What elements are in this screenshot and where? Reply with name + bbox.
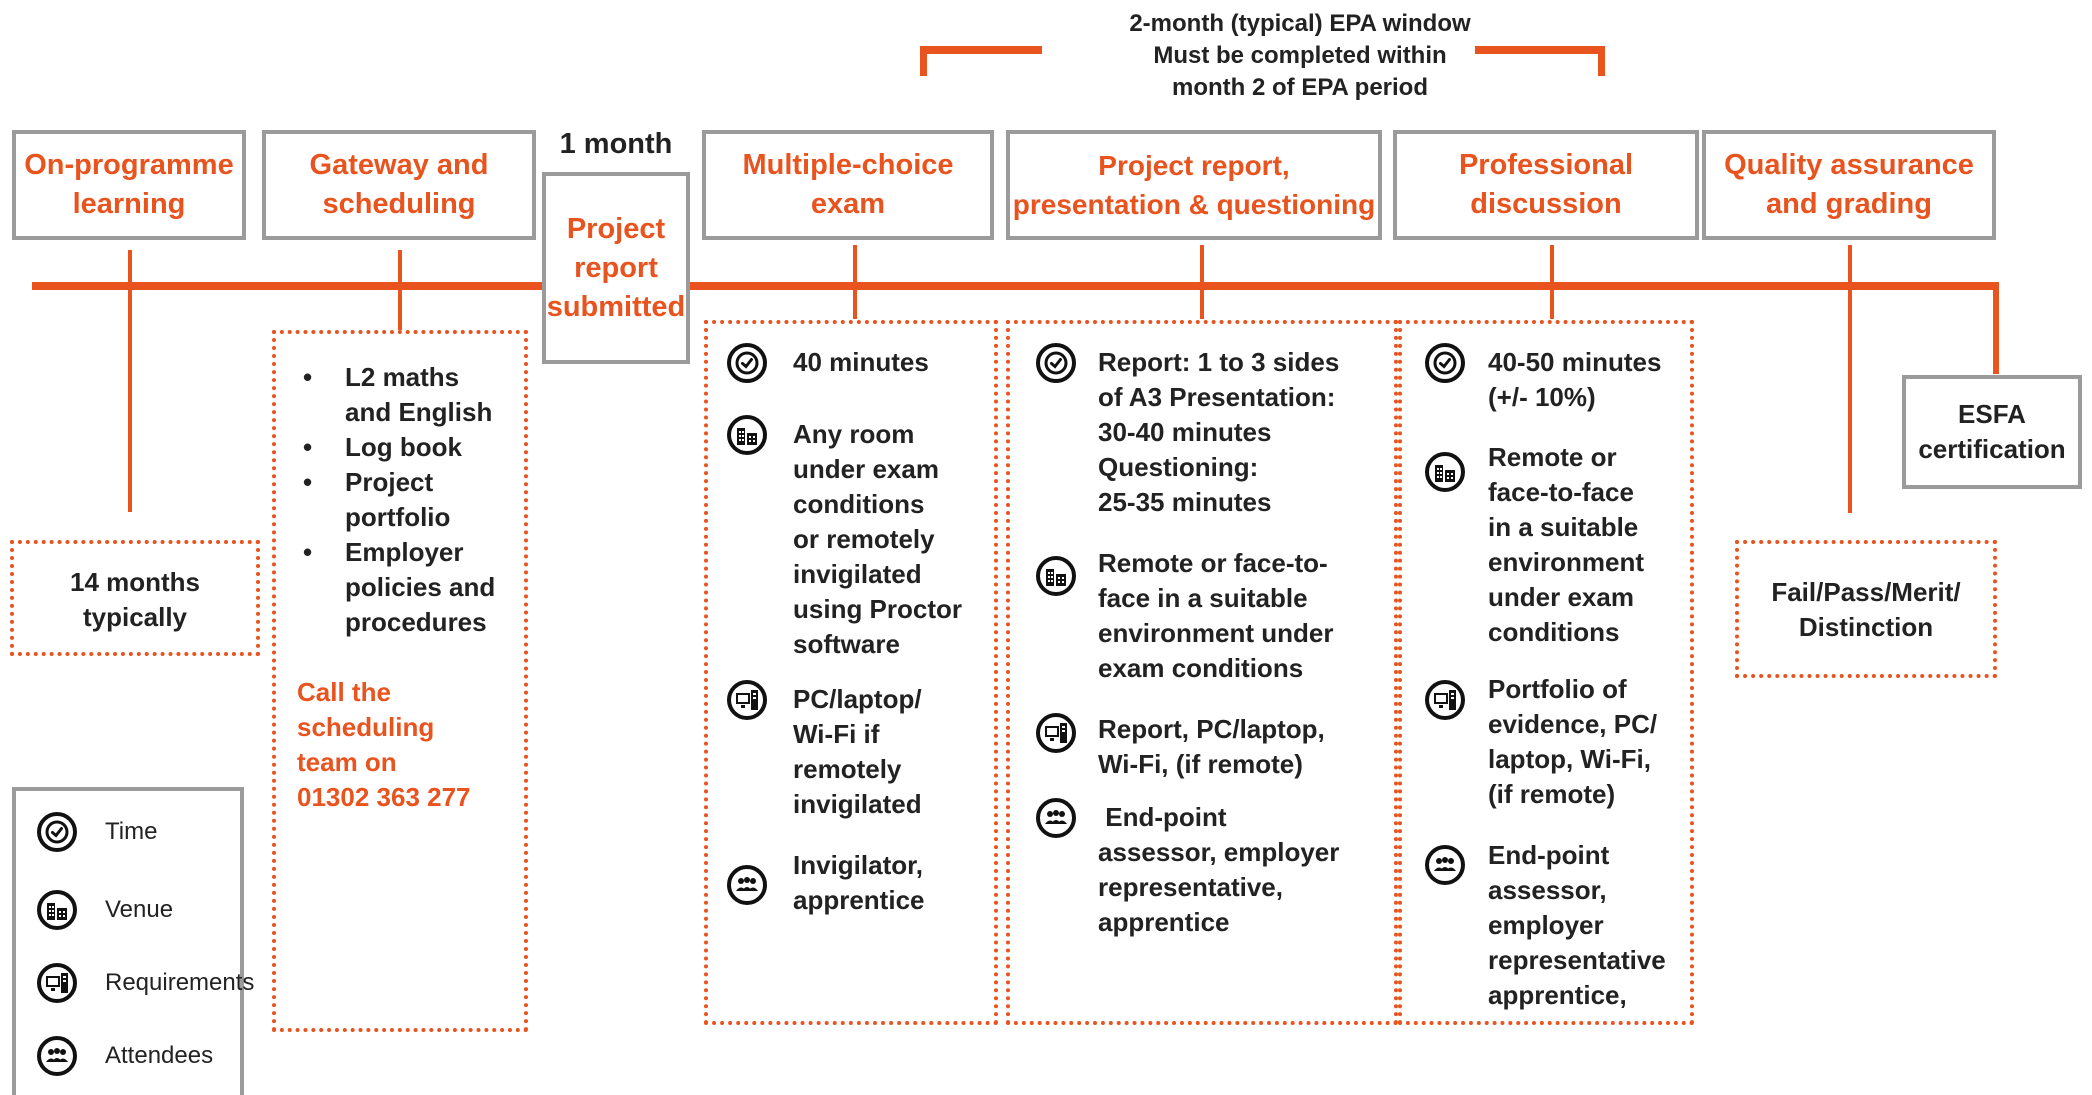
professional-time: 40-50 minutes(+/- 10%)	[1488, 347, 1662, 412]
connector-professional	[1550, 245, 1554, 319]
mcq-panel	[704, 320, 998, 1025]
epa-window-bracket-left	[920, 46, 1042, 54]
gateway-call-text: Call the scheduling team on 01302 363 27…	[297, 675, 471, 815]
connector-gateway	[398, 250, 402, 330]
computer-icon	[727, 680, 767, 720]
epa-window-line-1: 2-month (typical) EPA window	[1129, 10, 1471, 37]
building-icon	[37, 890, 77, 930]
clock-icon	[1425, 343, 1465, 383]
stage-one-month: 1 month	[559, 128, 673, 160]
gateway-item-2: •Log book	[303, 432, 462, 462]
clock-icon	[727, 343, 767, 383]
building-icon	[727, 415, 767, 455]
timeline-axis	[32, 282, 1998, 290]
duration-text: 14 months typically	[69, 567, 201, 632]
stage-project: Project report,presentation & questionin…	[1006, 130, 1382, 240]
mcq-time: 40 minutes	[793, 347, 929, 377]
people-icon	[37, 1036, 77, 1076]
gateway-phone: 01302 363 277	[297, 782, 471, 812]
duration-panel	[10, 540, 260, 656]
epa-window-line-3: month 2 of EPA period	[1172, 74, 1428, 101]
connector-mcq	[853, 245, 857, 319]
gateway-panel	[272, 330, 528, 1032]
building-icon	[1425, 452, 1465, 492]
grading-text: Fail/Pass/Merit/ Distinction	[1771, 577, 1961, 642]
people-icon	[727, 865, 767, 905]
clock-icon	[1036, 343, 1076, 383]
mcq-attendees: Invigilator,apprentice	[793, 850, 925, 915]
epa-window-label: 2-month (typical) EPA window Must be com…	[1040, 8, 1560, 104]
connector-on-programme	[128, 250, 132, 512]
computer-icon	[1036, 713, 1076, 753]
people-icon	[1425, 845, 1465, 885]
legend-requirements-label: Requirements	[105, 969, 255, 996]
computer-icon	[1425, 680, 1465, 720]
epa-window-line-2: Must be completed within	[1153, 42, 1447, 69]
connector-qa	[1848, 245, 1852, 513]
people-icon	[1036, 798, 1076, 838]
epa-window-bracket-right-tick	[1598, 46, 1605, 76]
building-icon	[1036, 556, 1076, 596]
professional-panel	[1398, 320, 1694, 1025]
project-requirements: Report, PC/laptop,Wi-Fi, (if remote)	[1098, 714, 1325, 779]
legend-time-label: Time	[105, 818, 158, 845]
connector-project	[1200, 245, 1204, 319]
legend-attendees-label: Attendees	[105, 1042, 214, 1069]
epa-window-bracket-right	[1475, 46, 1605, 54]
legend-venue-label: Venue	[105, 896, 174, 923]
epa-window-bracket-left-tick	[920, 46, 927, 76]
computer-icon	[37, 963, 77, 1003]
grading-panel	[1735, 540, 1997, 678]
timeline-end-drop	[1993, 282, 1999, 374]
legend	[12, 787, 244, 1095]
clock-icon	[37, 812, 77, 852]
project-panel	[1006, 320, 1398, 1025]
